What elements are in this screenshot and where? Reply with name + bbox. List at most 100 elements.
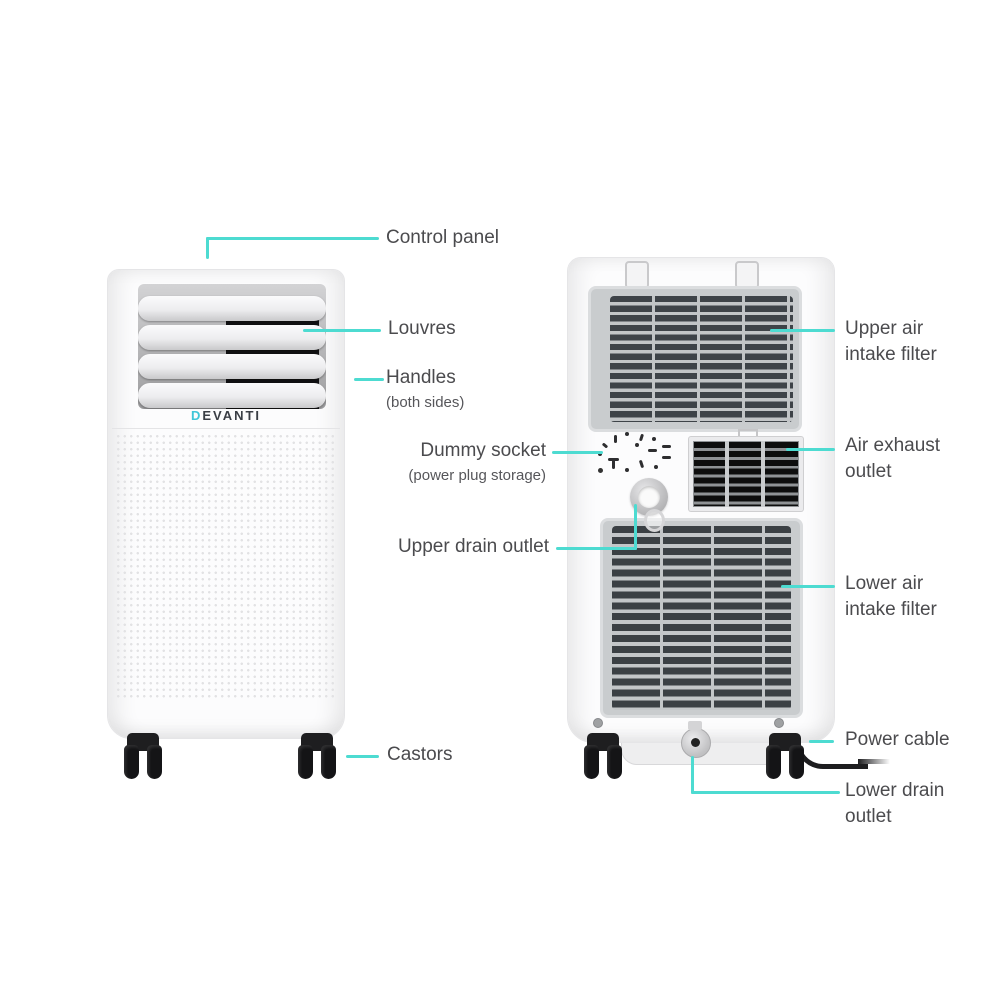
callout-text: Air exhaust outlet bbox=[845, 435, 941, 482]
callout-text: Dummy socket bbox=[420, 440, 546, 461]
castor-wheel bbox=[298, 733, 336, 781]
callout-subtext: (both sides) bbox=[386, 394, 465, 411]
exhaust-column-divider bbox=[725, 441, 729, 507]
screw bbox=[593, 718, 603, 728]
leader-line-power-cable bbox=[809, 740, 834, 743]
leader-line-upper-drain-outlet bbox=[634, 504, 637, 550]
filter-slats bbox=[610, 296, 793, 422]
callout-text: Lower air intake filter bbox=[845, 573, 937, 620]
castor-wheel bbox=[124, 733, 162, 781]
socket-mark bbox=[608, 458, 619, 461]
socket-mark bbox=[638, 433, 645, 442]
brand-logo-first-letter: D bbox=[190, 408, 203, 423]
callout-label-handles: Handles (both sides) bbox=[386, 365, 464, 413]
socket-mark bbox=[652, 437, 656, 441]
castor-wheel-left bbox=[298, 745, 313, 779]
callout-label-dummy-socket: Dummy socket (power plug storage) bbox=[408, 438, 546, 486]
callout-text: Power cable bbox=[845, 729, 950, 750]
leader-line-upper-drain-outlet bbox=[556, 547, 637, 550]
upper-air-intake-filter bbox=[588, 286, 802, 432]
ac-back-view bbox=[567, 257, 835, 743]
castor-wheel-right bbox=[607, 745, 622, 779]
castor-wheel-right bbox=[789, 745, 804, 779]
socket-mark bbox=[601, 442, 609, 449]
louvre-slot bbox=[226, 348, 319, 359]
callout-label-upper-drain-outlet: Upper drain outlet bbox=[398, 534, 549, 560]
callout-text: Control panel bbox=[386, 227, 500, 248]
screw-hole bbox=[598, 468, 603, 473]
socket-mark bbox=[654, 465, 658, 469]
socket-mark bbox=[612, 460, 615, 469]
socket-mark bbox=[662, 445, 671, 448]
upper-drain-outlet-plug bbox=[638, 486, 660, 508]
lower-drain-outlet bbox=[681, 728, 711, 758]
leader-line-lower-drain-outlet bbox=[691, 791, 840, 794]
lower-drain-outlet-collar bbox=[688, 721, 702, 730]
socket-mark bbox=[638, 459, 645, 469]
callout-label-control-panel: Control panel bbox=[386, 225, 499, 251]
callout-text: Lower drain outlet bbox=[845, 780, 945, 827]
leader-line-handles bbox=[354, 378, 384, 381]
perforated-grille bbox=[115, 433, 337, 698]
louvre-slat bbox=[138, 354, 326, 379]
air-exhaust-outlet bbox=[689, 437, 803, 511]
lower-drain-outlet-hole bbox=[691, 738, 700, 747]
leader-line-dummy-socket bbox=[552, 451, 603, 454]
filter-clip bbox=[735, 261, 759, 289]
upper-drain-outlet-cap bbox=[644, 509, 665, 532]
louvres-vent bbox=[138, 284, 326, 409]
socket-mark bbox=[662, 456, 671, 459]
callout-text: Handles bbox=[386, 367, 456, 388]
castor-wheel bbox=[584, 733, 622, 781]
callout-text: Castors bbox=[387, 744, 453, 765]
leader-line-control-panel bbox=[206, 237, 379, 240]
castor-wheel bbox=[766, 733, 804, 781]
leader-line-castors bbox=[346, 755, 379, 758]
louvre-slat bbox=[138, 325, 326, 350]
panel-seam bbox=[112, 428, 340, 429]
socket-mark bbox=[625, 468, 629, 472]
leader-line-louvres bbox=[303, 329, 381, 332]
screw bbox=[774, 718, 784, 728]
castor-wheel-left bbox=[584, 745, 599, 779]
louvre-slot bbox=[226, 319, 319, 330]
callout-text: Louvres bbox=[388, 318, 456, 339]
callout-label-air-exhaust-outlet: Air exhaust outlet bbox=[845, 433, 995, 485]
castor-wheel-right bbox=[321, 745, 336, 779]
louvre-slat bbox=[138, 296, 326, 321]
vent-notch bbox=[738, 429, 758, 440]
filter-clip bbox=[625, 261, 649, 289]
ac-front-view: DEVANTI bbox=[107, 269, 345, 739]
exhaust-column-divider bbox=[761, 441, 765, 507]
leader-line-lower-drain-outlet bbox=[691, 756, 694, 794]
socket-mark bbox=[635, 443, 639, 447]
castor-wheel-left bbox=[766, 745, 781, 779]
lower-air-intake-filter bbox=[600, 518, 803, 718]
dummy-socket-marks bbox=[594, 430, 678, 474]
exhaust-slats bbox=[694, 442, 798, 506]
leader-line-control-panel bbox=[206, 237, 209, 259]
filter-slats bbox=[612, 526, 791, 710]
callout-label-lower-drain-outlet: Lower drain outlet bbox=[845, 778, 995, 830]
socket-mark bbox=[648, 449, 657, 452]
callout-label-lower-air-intake-filter: Lower air intake filter bbox=[845, 571, 995, 623]
callout-subtext: (power plug storage) bbox=[408, 467, 546, 484]
brand-logo-rest: EVANTI bbox=[202, 408, 262, 423]
socket-mark bbox=[598, 452, 602, 456]
callout-label-upper-air-intake-filter: Upper air intake filter bbox=[845, 316, 995, 368]
louvre-slat bbox=[138, 383, 326, 408]
callout-text: Upper drain outlet bbox=[397, 536, 549, 557]
castor-wheel-right bbox=[147, 745, 162, 779]
callout-text: Upper air intake filter bbox=[845, 318, 937, 365]
callout-label-castors: Castors bbox=[387, 742, 452, 768]
leader-line-lower-air-intake-filter bbox=[781, 585, 835, 588]
socket-mark bbox=[614, 435, 617, 443]
callout-label-power-cable: Power cable bbox=[845, 727, 995, 753]
callout-label-louvres: Louvres bbox=[388, 316, 456, 342]
leader-line-air-exhaust-outlet bbox=[786, 448, 835, 451]
power-cable-fade bbox=[858, 759, 890, 764]
castor-wheel-left bbox=[124, 745, 139, 779]
socket-mark bbox=[625, 432, 629, 436]
brand-logo: DEVANTI bbox=[108, 408, 344, 423]
